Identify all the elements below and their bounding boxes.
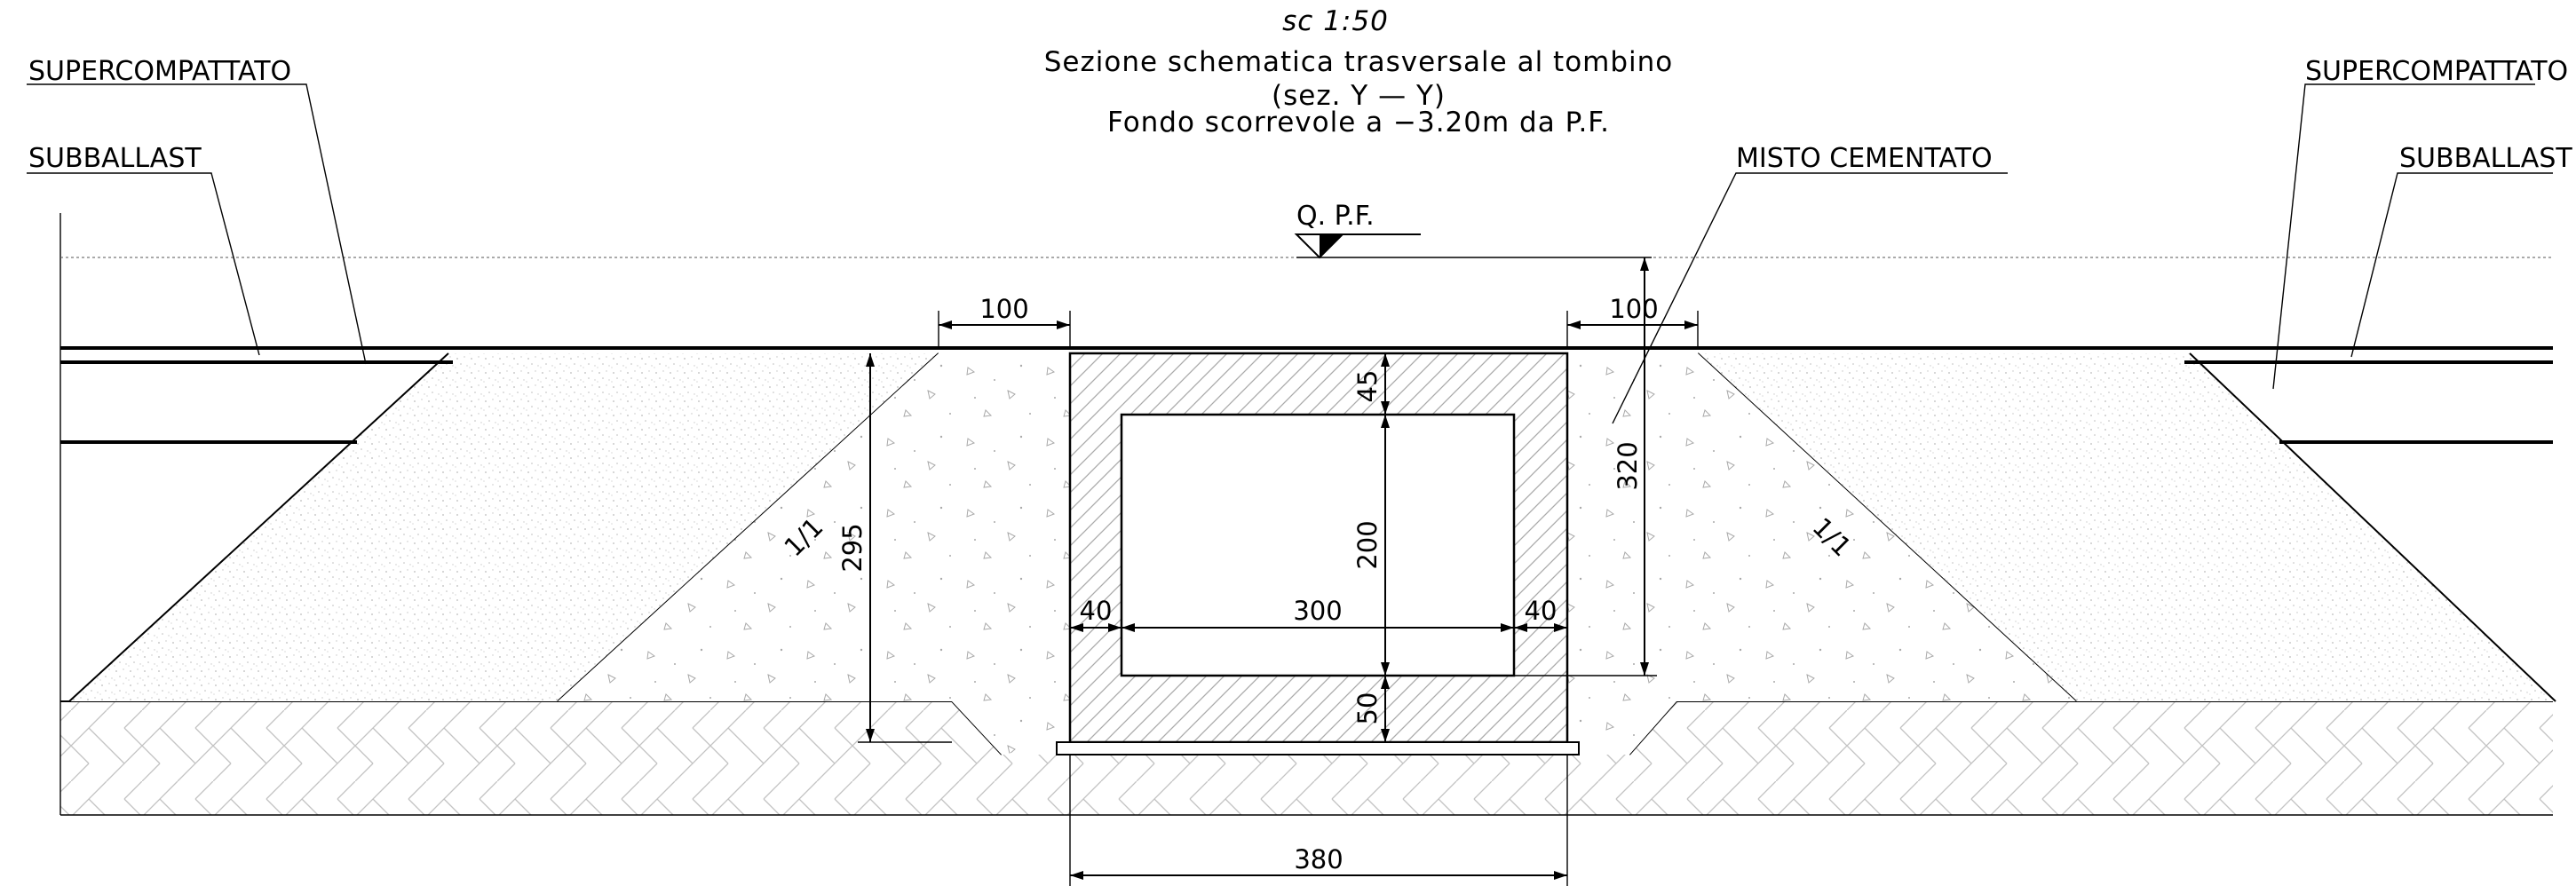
dim-wall-left: 40 — [1080, 596, 1113, 626]
label-qpf: Q. P.F. — [1296, 201, 1375, 232]
supercompattato-right — [1698, 353, 2556, 701]
sliding-base — [1056, 741, 1580, 755]
label-misto-cementato: MISTO CEMENTATO — [1736, 143, 1993, 174]
label-supercompattato-left: SUPERCOMPATTATO — [28, 56, 291, 87]
label-subballast-right: SUBBALLAST — [2399, 143, 2572, 174]
dim-slab-bottom: 50 — [1352, 692, 1383, 725]
dim-base-width: 380 — [1294, 844, 1343, 874]
misto-cementato-fill-right — [1567, 353, 2076, 755]
supercompattato-left — [69, 353, 939, 701]
label-subballast-left: SUBBALLAST — [28, 143, 202, 174]
dim-depth-320: 320 — [1613, 441, 1643, 490]
dim-slab-top: 45 — [1352, 370, 1383, 403]
dim-depth-295: 295 — [837, 523, 868, 572]
scale-label: sc 1:50 — [1282, 5, 1389, 37]
dim-inner-height: 200 — [1352, 520, 1383, 569]
sliding-bottom-note: Fondo scorrevole a −3.20m da P.F. — [1107, 107, 1610, 138]
ground-layer — [60, 701, 2553, 815]
misto-cementato-fill — [558, 353, 1070, 755]
section-label: (sez. Y — Y) — [1272, 80, 1446, 112]
label-supercompattato-right: SUPERCOMPATTATO — [2305, 56, 2568, 87]
dim-top-left: 100 — [979, 294, 1028, 324]
drawing-title: Sezione schematica trasversale al tombin… — [1044, 46, 1674, 78]
dim-wall-right: 40 — [1525, 596, 1557, 626]
dim-inner-width: 300 — [1293, 596, 1342, 626]
culvert-opening — [1120, 413, 1516, 677]
dim-top-right: 100 — [1609, 294, 1658, 324]
